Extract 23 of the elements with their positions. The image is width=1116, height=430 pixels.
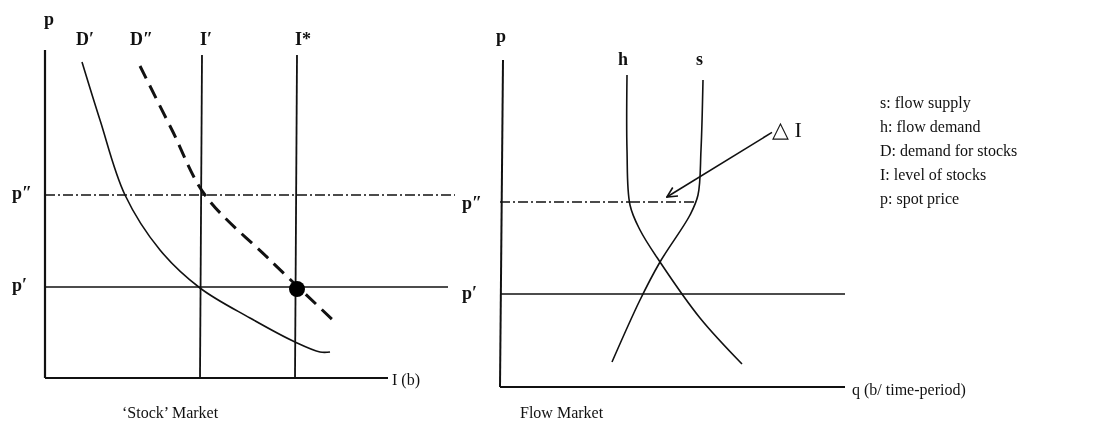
price-label: p″ [12, 184, 32, 202]
price-label: p″ [462, 194, 482, 212]
chart-title: Flow Market [520, 404, 604, 422]
price-label: p′ [12, 276, 28, 294]
legend-entry: D: demand for stocks [880, 142, 1018, 160]
annotation-label: △ I [772, 118, 802, 142]
axis-title: q (b/ time-period) [852, 381, 966, 399]
axis-title: p [496, 27, 506, 45]
legend-entry: I: level of stocks [880, 166, 987, 184]
leader-arrow [666, 131, 773, 198]
line-label: I′ [200, 30, 213, 48]
curve-label: D″ [130, 30, 153, 48]
curve-label: s [696, 50, 703, 68]
curve-label: D′ [76, 30, 95, 48]
line-label: I* [295, 30, 311, 48]
price-label: p′ [462, 284, 478, 302]
chart-title: ‘Stock’ Market [122, 404, 219, 422]
legend-entry: s: flow supply [880, 94, 971, 112]
legend-entry: p: spot price [880, 190, 960, 208]
curve-label: h [618, 50, 628, 68]
axis-title: p [44, 10, 54, 28]
legend-entry: h: flow demand [880, 118, 981, 136]
axis-title: I (b) [392, 371, 420, 389]
